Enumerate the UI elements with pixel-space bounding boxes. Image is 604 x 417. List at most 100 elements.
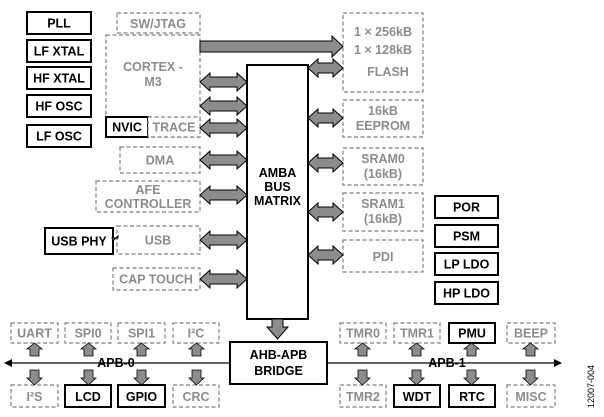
matrix-flash-arrow	[307, 57, 344, 79]
core-blocks: SW/JTAG CORTEX - M3 NVIC TRACE DMA AFE C…	[44, 12, 201, 291]
apb1-bus-arrowhead	[554, 359, 562, 367]
por-label: POR	[453, 201, 480, 215]
lcd-stem	[79, 369, 98, 386]
flash-label-line1: 1 × 256kB	[354, 25, 412, 39]
matrix-pdi-arrow	[307, 244, 344, 266]
afe-matrix-arrow	[199, 184, 248, 206]
wdt-label: WDT	[403, 390, 432, 404]
tmr2-label: TMR2	[346, 390, 380, 404]
spi0-stem	[79, 342, 98, 357]
gpio-label: GPIO	[126, 390, 158, 404]
cortex-to-flash-arrow	[199, 34, 344, 59]
matrix-label-line1: AMBA	[259, 166, 297, 180]
spi1-label: SPI1	[128, 327, 155, 341]
bridge-label-line2: BRIDGE	[254, 364, 303, 378]
beep-label: BEEP	[514, 327, 548, 341]
sw-jtag-box	[116, 12, 201, 34]
hp-ldo-label: HP LDO	[443, 287, 490, 301]
eeprom-label-line1: 16kB	[368, 104, 398, 118]
misc-label: MISC	[515, 390, 546, 404]
i2c-box	[172, 322, 220, 344]
dma-box	[119, 146, 201, 174]
memory-blocks: 1 × 256kB 1 × 128kB FLASH 16kB EEPROM SR…	[342, 12, 424, 273]
matrix-sram1-arrow	[307, 201, 344, 223]
apb0-bus-arrowhead	[4, 359, 12, 367]
figure-id: 12007-004	[586, 365, 596, 408]
usb-phy-usb-arrow	[111, 234, 119, 242]
i2s-label: I²S	[27, 390, 43, 404]
tmr0-label: TMR0	[346, 327, 380, 341]
matrix-arrows	[111, 34, 344, 340]
spi0-box	[64, 322, 112, 344]
tmr0-box	[339, 322, 387, 344]
tmr1-stem	[407, 342, 426, 357]
i2c-stem	[187, 342, 206, 357]
cap-touch-matrix-arrow	[199, 268, 248, 290]
por-box	[434, 195, 499, 219]
uart-label: UART	[17, 327, 52, 341]
power-blocks: POR PSM LP LDO HP LDO	[434, 195, 499, 305]
ahb-apb-bridge: AHB-APB BRIDGE	[229, 341, 328, 385]
spi0-label: SPI0	[74, 327, 101, 341]
crc-label: CRC	[182, 390, 209, 404]
i2s-stem	[25, 369, 44, 386]
sram0-label-line2: (16kB)	[364, 167, 402, 181]
dma-label: DMA	[146, 154, 174, 168]
usb-matrix-arrow	[199, 229, 248, 251]
lp-ldo-label: LP LDO	[444, 258, 490, 272]
beep-stem	[521, 342, 540, 357]
usb-phy-label: USB PHY	[51, 235, 107, 249]
flash-box	[342, 12, 424, 93]
matrix-label-line2: BUS	[264, 180, 290, 194]
matrix-sram0-arrow	[307, 152, 344, 174]
afe-label-line1: AFE	[136, 183, 161, 197]
cortex-matrix-arrow-1	[199, 71, 248, 93]
bridge-box	[229, 341, 328, 385]
cortex-label-line1: CORTEX -	[123, 60, 183, 74]
spi1-stem	[132, 342, 151, 357]
apb0-label: APB-0	[97, 356, 135, 370]
hp-ldo-box	[434, 281, 499, 305]
wdt-stem	[407, 369, 426, 386]
tmr0-stem	[353, 342, 372, 357]
afe-label-line2: CONTROLLER	[105, 197, 192, 211]
sw-jtag-label: SW/JTAG	[130, 17, 186, 31]
lf-osc-label: LF OSC	[36, 130, 82, 144]
pll-box	[26, 11, 92, 35]
hf-xtal-box	[26, 66, 92, 90]
apb1-bus: APB-1 TMR0 TMR1 PMU BEEP TMR2 WDT RTC MI…	[327, 322, 562, 408]
cortex-label-line2: M3	[144, 75, 161, 89]
flash-label-line3: FLASH	[367, 65, 409, 79]
tmr1-box	[393, 322, 441, 344]
misc-box	[506, 384, 556, 408]
amba-bus-matrix: AMBA BUS MATRIX	[246, 64, 309, 320]
psm-label: PSM	[453, 230, 480, 244]
pmu-stem	[462, 342, 481, 357]
matrix-to-bridge-arrow	[265, 318, 290, 340]
usb-label: USB	[145, 234, 171, 248]
eeprom-box	[342, 99, 424, 138]
uart-box	[10, 322, 59, 344]
amba-matrix-box	[246, 64, 309, 320]
lp-ldo-box	[434, 252, 499, 276]
sram0-box	[342, 147, 424, 186]
lf-osc-box	[26, 124, 92, 148]
sram1-label-line1: SRAM1	[361, 197, 405, 211]
flash-label-line2: 1 × 128kB	[354, 43, 412, 57]
pdi-box	[342, 239, 424, 273]
nvic-label: NVIC	[112, 121, 142, 135]
cap-touch-label: CAP TOUCH	[119, 273, 193, 287]
dma-matrix-arrow	[199, 149, 248, 171]
spi1-box	[117, 322, 166, 344]
lcd-label: LCD	[75, 390, 101, 404]
afe-controller-box	[95, 180, 201, 213]
sram1-label-line2: (16kB)	[364, 212, 402, 226]
matrix-label-line3: MATRIX	[254, 194, 302, 208]
clock-sources: PLL LF XTAL HF XTAL HF OSC LF OSC	[26, 11, 92, 148]
usb-box	[116, 225, 201, 255]
apb0-bus: APB-0 UART SPI0 SPI1 I²C I²S LCD GPIO CR…	[4, 322, 230, 408]
uart-stem	[25, 342, 44, 357]
crc-stem	[187, 369, 206, 386]
i2c-label: I²C	[188, 327, 205, 341]
